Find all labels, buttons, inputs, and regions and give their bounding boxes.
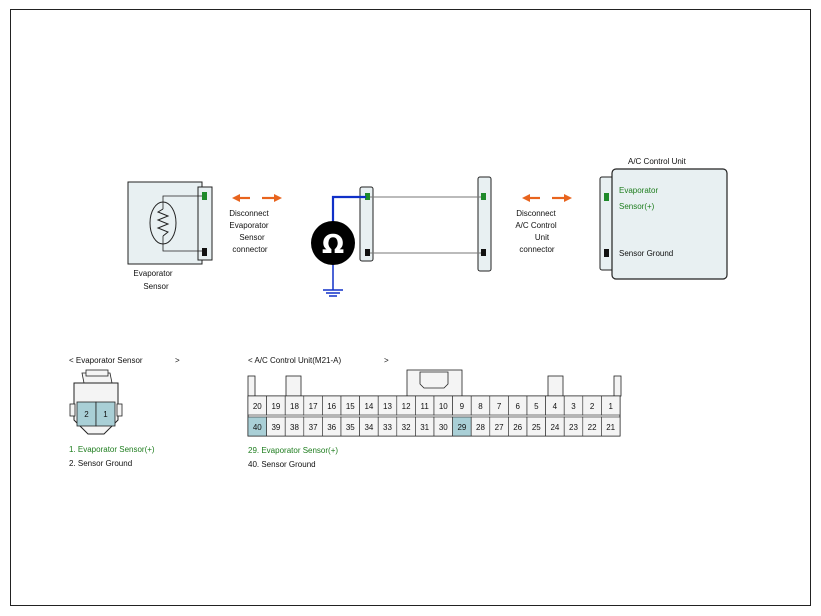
evap-pin-2-label: 2 <box>84 410 89 419</box>
disconnect-right-2: A/C Control <box>515 221 557 230</box>
acu-pin-label-28: 28 <box>476 423 485 432</box>
acu-pin-label-24: 24 <box>550 423 559 432</box>
harness-connector-right <box>477 176 492 272</box>
acu-pin-label-31: 31 <box>420 423 429 432</box>
ohmmeter: Ω <box>311 195 366 297</box>
evap-legend-2: 2. Sensor Ground <box>69 459 132 468</box>
acu-pin-label-16: 16 <box>327 402 336 411</box>
ac-control-unit: A/C Control Unit Evaporator Sensor(+) Se… <box>599 157 728 280</box>
acu-pin-label-14: 14 <box>364 402 373 411</box>
acu-legend-1: 29. Evaporator Sensor(+) <box>248 446 338 455</box>
evap-pin-1-label: 1 <box>103 410 108 419</box>
disconnect-arrow-left <box>232 194 282 202</box>
acu-pin-label-15: 15 <box>346 402 355 411</box>
evap-connector-title-end: > <box>175 356 180 365</box>
acu-pin-label-32: 32 <box>402 423 411 432</box>
acu-pin-label-29: 29 <box>457 423 466 432</box>
acu-pin-label-11: 11 <box>421 402 430 411</box>
acu-pin-label-39: 39 <box>271 423 280 432</box>
acu-pin-label-9: 9 <box>460 402 465 411</box>
harness <box>359 176 492 272</box>
acu-pin-label-18: 18 <box>290 402 299 411</box>
disconnect-arrow-right <box>522 194 572 202</box>
acu-connector-title-end: > <box>384 356 389 365</box>
acu-pin-label-21: 21 <box>606 423 615 432</box>
diagram-frame <box>10 9 811 606</box>
acu-pin1-label-1: Evaporator <box>619 186 658 195</box>
acu-pin-label-19: 19 <box>271 402 280 411</box>
acu-connector-title: < A/C Control Unit(M21-A) <box>248 356 341 365</box>
acu-pin-label-13: 13 <box>383 402 392 411</box>
acu-pin-label-6: 6 <box>515 402 520 411</box>
evaporator-sensor: Evaporator Sensor <box>127 181 213 291</box>
acu-pin-21 <box>601 416 621 437</box>
acu-pin-label-38: 38 <box>290 423 299 432</box>
disconnect-left-1: Disconnect <box>229 209 269 218</box>
acu-pin-label-33: 33 <box>383 423 392 432</box>
acu-pin-label-3: 3 <box>571 402 576 411</box>
evap-pin-1 <box>95 401 116 427</box>
acu-pin2-label: Sensor Ground <box>619 249 673 258</box>
acu-pin-label-34: 34 <box>364 423 373 432</box>
acu-pin-label-30: 30 <box>439 423 448 432</box>
acu-pin-1 <box>601 395 621 416</box>
disconnect-right-3: Unit <box>535 233 550 242</box>
disconnect-right-4: connector <box>519 245 554 254</box>
evap-connector-face: < Evaporator Sensor > 2 1 1. Evaporator … <box>69 356 180 468</box>
acu-pin-label-40: 40 <box>253 423 262 432</box>
acu-pin1-label-2: Sensor(+) <box>619 202 655 211</box>
evap-connector-title: < Evaporator Sensor <box>69 356 143 365</box>
disconnect-left-3: Sensor <box>239 233 265 242</box>
acu-pin-label-1: 1 <box>608 402 613 411</box>
acu-pin-label-4: 4 <box>553 402 558 411</box>
acu-pin-label-20: 20 <box>253 402 262 411</box>
evap-sensor-label-1: Evaporator <box>133 269 172 278</box>
acu-pin-label-23: 23 <box>569 423 578 432</box>
acu-pin-label-10: 10 <box>439 402 448 411</box>
ohmmeter-icon <box>311 221 355 265</box>
acu-pin-positive <box>604 193 609 201</box>
harness-connector-left <box>359 186 374 262</box>
acu-pin-label-25: 25 <box>532 423 541 432</box>
acu-pin-label-35: 35 <box>346 423 355 432</box>
acu-pin-ground <box>604 249 609 257</box>
acu-pin-label-22: 22 <box>588 423 597 432</box>
disconnect-right-1: Disconnect <box>516 209 556 218</box>
acu-pin-label-37: 37 <box>309 423 318 432</box>
acu-pin-label-2: 2 <box>590 402 595 411</box>
disconnect-left-2: Evaporator <box>229 221 268 230</box>
acu-pin-label-7: 7 <box>497 402 502 411</box>
ohm-symbol: Ω <box>322 230 344 260</box>
acu-pin-label-8: 8 <box>478 402 483 411</box>
evap-legend-1: 1. Evaporator Sensor(+) <box>69 445 155 454</box>
acu-legend-2: 40. Sensor Ground <box>248 460 316 469</box>
acu-pin-label-36: 36 <box>327 423 336 432</box>
meter-lead-blue <box>331 195 366 224</box>
acu-pin-label-5: 5 <box>534 402 539 411</box>
acu-pin-label-17: 17 <box>309 402 318 411</box>
acu-pin-label-26: 26 <box>513 423 522 432</box>
disconnect-left-4: connector <box>232 245 267 254</box>
acu-pin-label-27: 27 <box>495 423 504 432</box>
evap-sensor-label-2: Sensor <box>143 282 169 291</box>
sensor-pin-ground <box>202 248 207 256</box>
acu-title: A/C Control Unit <box>628 157 687 166</box>
acu-pin-label-12: 12 <box>402 402 411 411</box>
sensor-pin-positive <box>202 192 207 200</box>
